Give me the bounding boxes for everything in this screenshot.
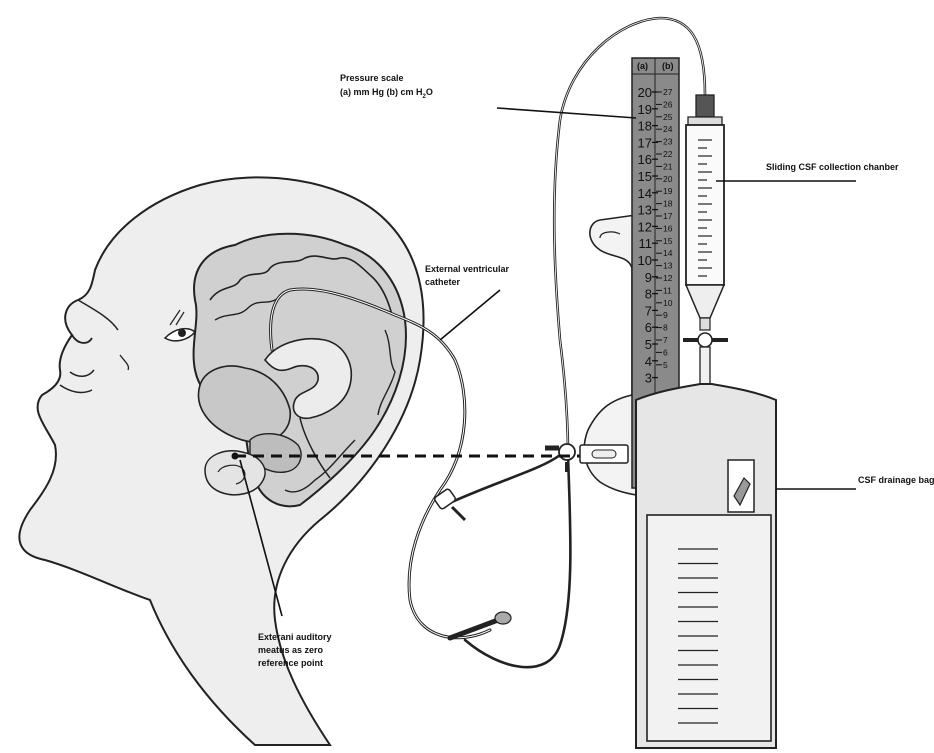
scale-cmh2o-label: 11 [663, 285, 672, 295]
stand-holder [580, 215, 636, 495]
scale-cmh2o-label: 23 [663, 137, 673, 147]
scale-cmh2o-label: 15 [663, 236, 673, 246]
scale-cmh2o-label: 19 [663, 186, 673, 196]
csf-collection-chamber [683, 95, 728, 395]
svg-text:(a) mm Hg (b) cm H2O: (a) mm Hg (b) cm H2O [340, 87, 433, 100]
scale-mmhg-label: 9 [645, 270, 652, 285]
scale-mmhg-label: 20 [638, 85, 652, 100]
scale-cmh2o-label: 14 [663, 248, 673, 258]
csf-drainage-bag [636, 384, 776, 748]
scale-cmh2o-label: 27 [663, 87, 673, 97]
svg-text:meatus as zero: meatus as zero [258, 645, 324, 655]
scale-cmh2o-label: 9 [663, 310, 668, 320]
scale-mmhg-label: 8 [645, 287, 652, 302]
label-collection-chamber: Sliding CSF collection chanber [766, 162, 899, 172]
scale-mmhg-label: 3 [645, 371, 652, 386]
scale-mmhg-label: 6 [645, 320, 652, 335]
label-pressure-scale: Pressure scale (a) mm Hg (b) cm H2O [340, 73, 433, 100]
three-way-stopcock [545, 444, 575, 472]
scale-mmhg-label: 13 [638, 203, 652, 218]
scale-cmh2o-label: 18 [663, 199, 673, 209]
svg-text:Pressure scale: Pressure scale [340, 73, 404, 83]
svg-text:catheter: catheter [425, 277, 461, 287]
scale-header-a: (a) [637, 61, 648, 71]
scale-cmh2o-label: 13 [663, 261, 673, 271]
label-drainage-bag: CSF drainage bag [858, 475, 934, 485]
scale-cmh2o-label: 24 [663, 124, 673, 134]
scale-cmh2o-label: 10 [663, 298, 673, 308]
scale-cmh2o-label: 17 [663, 211, 673, 221]
scale-mmhg-label: 17 [638, 135, 652, 150]
scale-mmhg-label: 11 [639, 236, 653, 251]
scale-cmh2o-label: 6 [663, 347, 668, 357]
scale-mmhg-label: 15 [638, 169, 652, 184]
scale-mmhg-label: 10 [638, 253, 652, 268]
scale-mmhg-label: 7 [645, 303, 652, 318]
scale-mmhg-label: 14 [638, 186, 652, 201]
auditory-meatus-point [232, 453, 239, 460]
scale-cmh2o-label: 8 [663, 323, 668, 333]
scale-cmh2o-label: 12 [663, 273, 673, 283]
scale-mmhg-label: 18 [638, 119, 652, 134]
svg-text:reference point: reference point [258, 658, 323, 668]
scale-mmhg-label: 12 [638, 219, 652, 234]
scale-cmh2o-label: 22 [663, 149, 673, 159]
scale-cmh2o-label: 25 [663, 112, 673, 122]
scale-cmh2o-label: 26 [663, 99, 673, 109]
scale-mmhg-label: 19 [638, 102, 652, 117]
scale-cmh2o-label: 5 [663, 360, 668, 370]
scale-mmhg-label: 4 [645, 354, 652, 369]
label-ventricular-catheter: External ventricular catheter [425, 264, 510, 287]
label-auditory-meatus: Exterani auditory meatus as zero referen… [258, 632, 332, 668]
scale-mmhg-label: 16 [638, 152, 652, 167]
scale-cmh2o-label: 21 [663, 161, 673, 171]
svg-text:External ventricular: External ventricular [425, 264, 510, 274]
scale-mmhg-label: 5 [645, 337, 652, 352]
scale-header-b: (b) [662, 61, 674, 71]
scale-cmh2o-label: 16 [663, 223, 673, 233]
svg-text:Exterani auditory: Exterani auditory [258, 632, 332, 642]
scale-cmh2o-label: 20 [663, 174, 673, 184]
scale-cmh2o-label: 7 [663, 335, 668, 345]
